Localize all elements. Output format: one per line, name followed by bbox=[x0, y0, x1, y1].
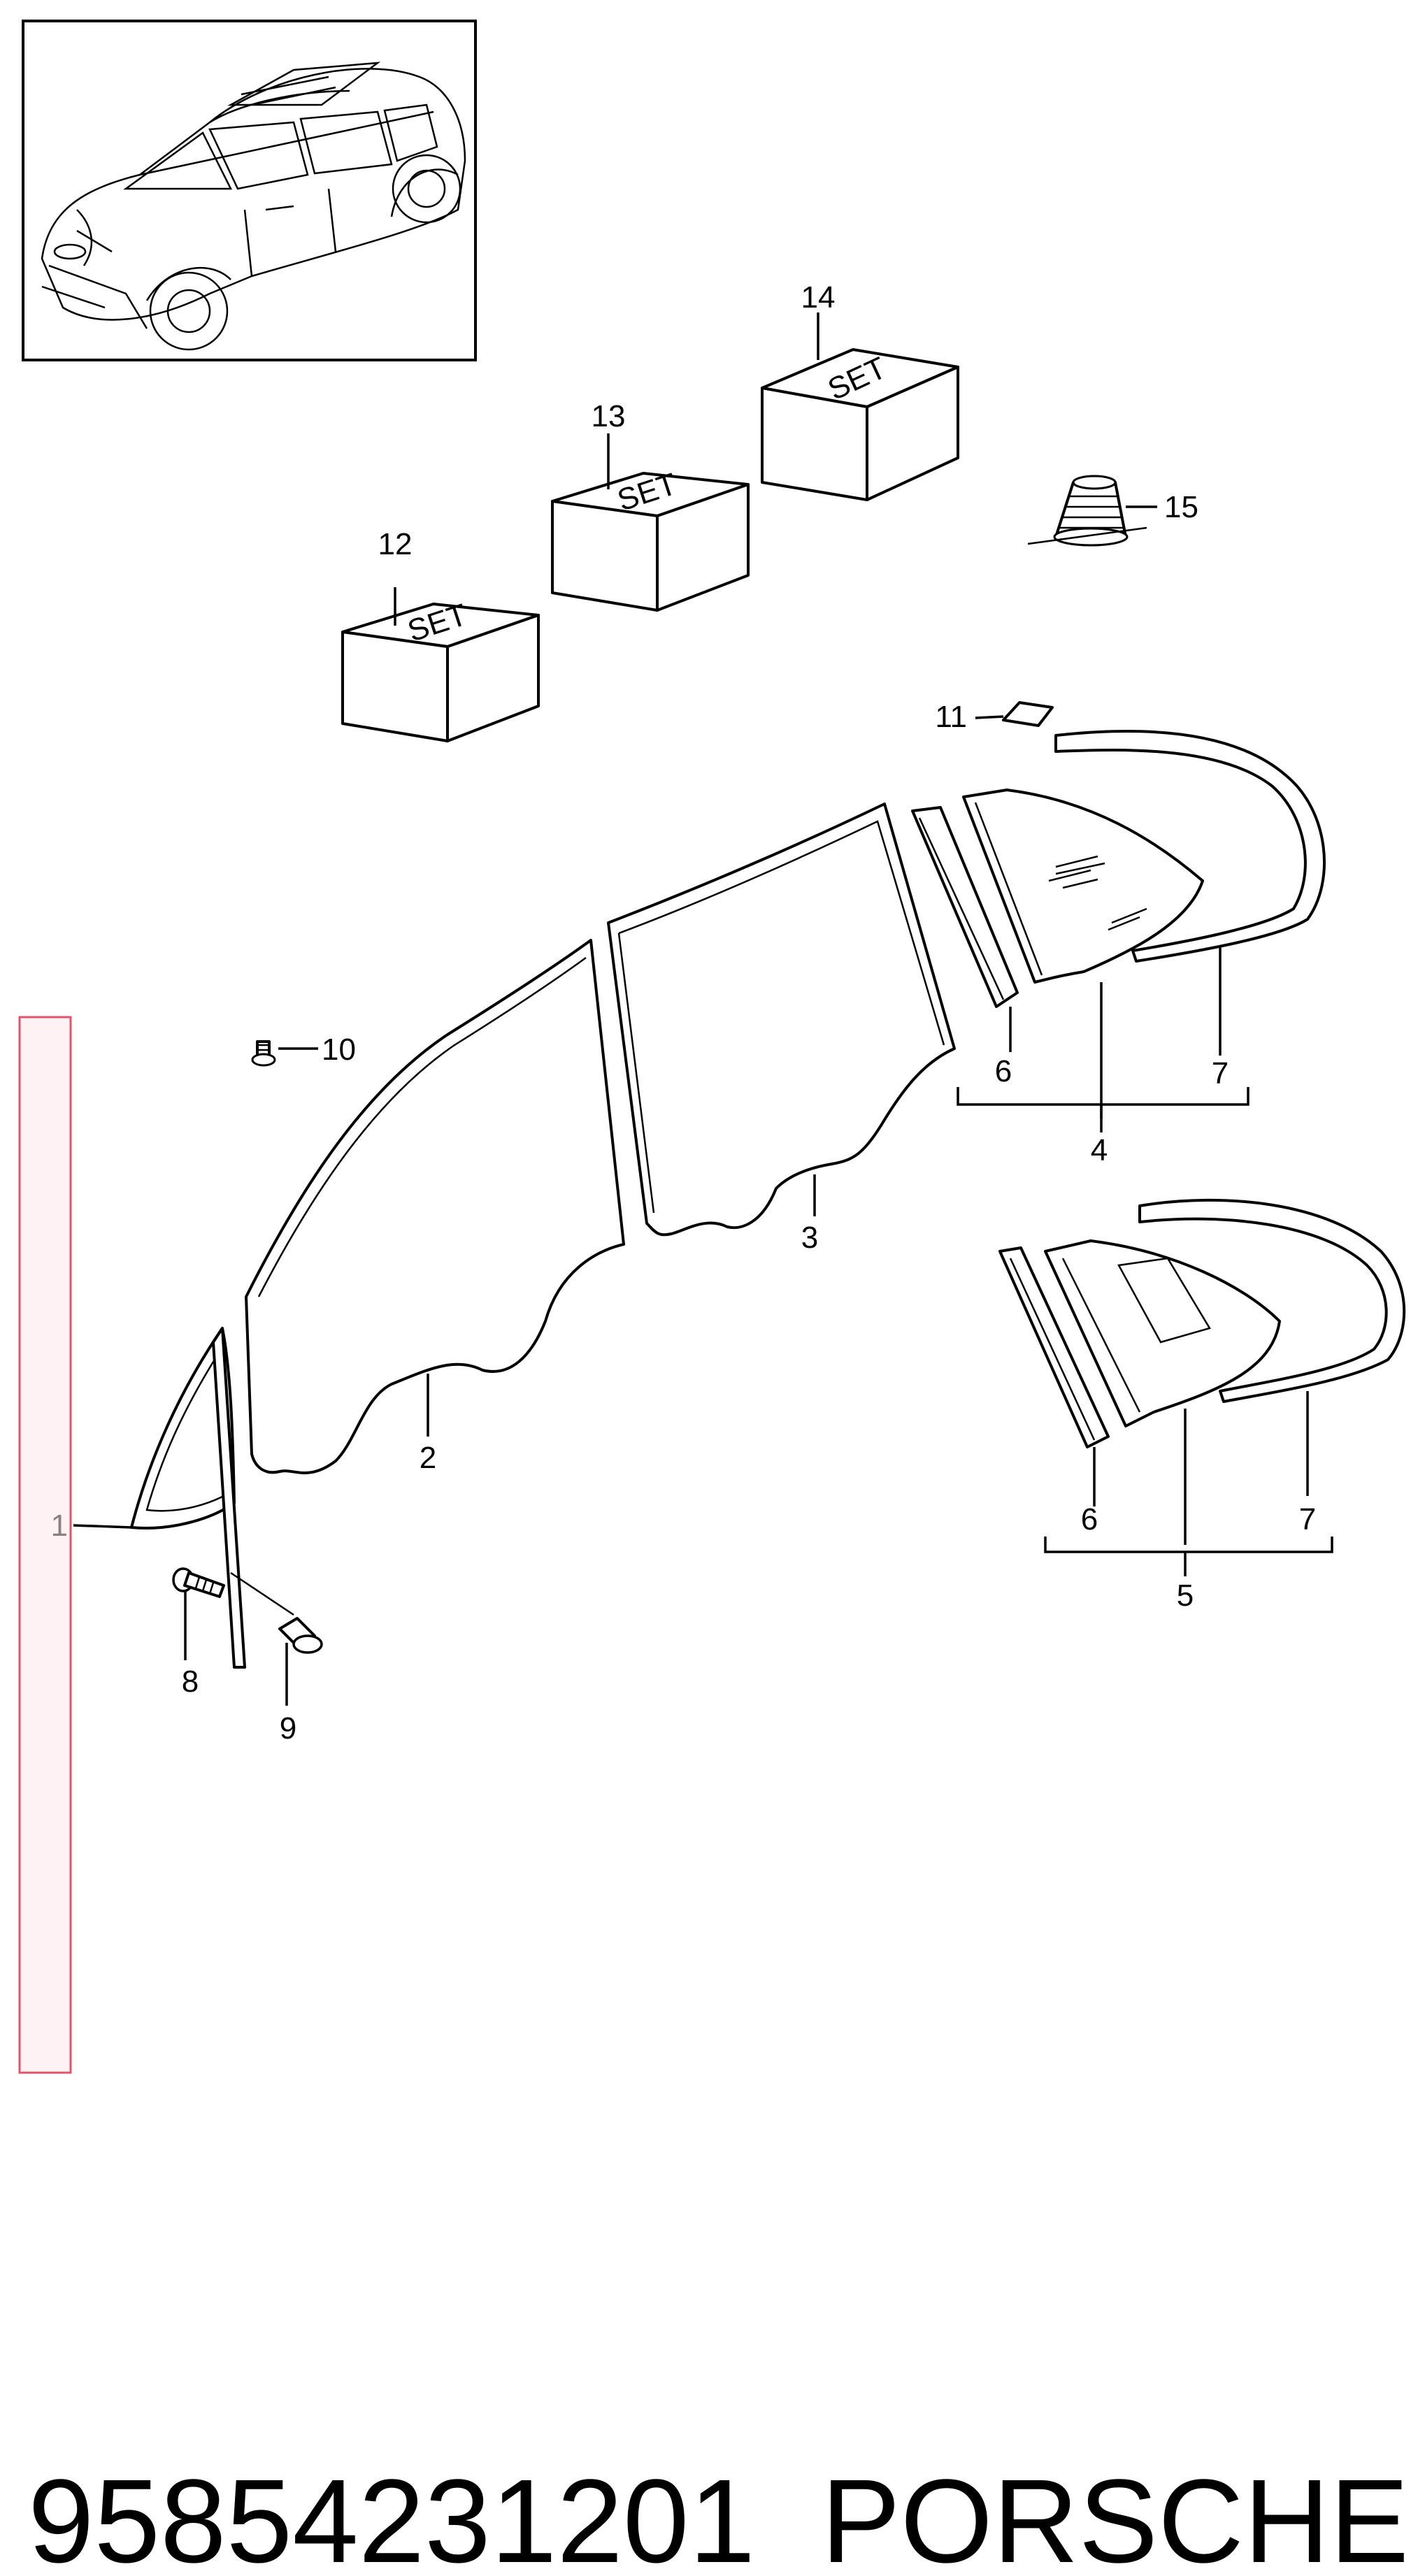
callout-2: 2 bbox=[420, 1441, 436, 1475]
bolt-8 bbox=[172, 1567, 225, 1598]
callout-7a: 7 bbox=[1212, 1056, 1229, 1091]
callout-11: 11 bbox=[935, 700, 967, 734]
leader-lines bbox=[73, 312, 1333, 1706]
callout-6b: 6 bbox=[1081, 1502, 1098, 1537]
set-box-12: SET bbox=[341, 598, 540, 742]
callout-6a: 6 bbox=[995, 1054, 1012, 1088]
callout-10: 10 bbox=[322, 1032, 356, 1067]
part-number: 95854231201 bbox=[28, 2455, 755, 2576]
callout-4: 4 bbox=[1091, 1133, 1108, 1167]
selected-part-highlight bbox=[18, 1016, 72, 2074]
callout-14: 14 bbox=[801, 280, 836, 315]
callout-8: 8 bbox=[182, 1664, 199, 1699]
callout-7b: 7 bbox=[1299, 1502, 1316, 1537]
callout-labels: 1 2 3 4 5 6 6 7 7 8 9 10 11 12 13 14 15 bbox=[51, 280, 1317, 1746]
front-door-glass-2 bbox=[245, 939, 625, 1474]
grommet-15 bbox=[1027, 475, 1147, 547]
quarter-glass-assembly-5 bbox=[998, 1198, 1406, 1448]
vehicle-thumbnail bbox=[22, 20, 477, 361]
screw-10 bbox=[251, 1040, 276, 1067]
rear-door-glass-3 bbox=[607, 803, 956, 1237]
pad-11 bbox=[1002, 701, 1054, 727]
callout-9: 9 bbox=[280, 1711, 296, 1746]
quarter-glass-assembly-4 bbox=[911, 730, 1326, 1008]
callout-12: 12 bbox=[378, 527, 413, 561]
brand-name: PORSCHE bbox=[821, 2455, 1409, 2576]
callout-3: 3 bbox=[801, 1221, 818, 1255]
callout-5: 5 bbox=[1177, 1578, 1194, 1613]
callout-13: 13 bbox=[592, 399, 626, 433]
nut-9 bbox=[278, 1617, 323, 1654]
callout-15: 15 bbox=[1164, 490, 1198, 524]
set-box-14: SET bbox=[761, 348, 959, 501]
front-quarter-glass-1 bbox=[130, 1327, 294, 1669]
set-box-13: SET bbox=[551, 467, 750, 612]
